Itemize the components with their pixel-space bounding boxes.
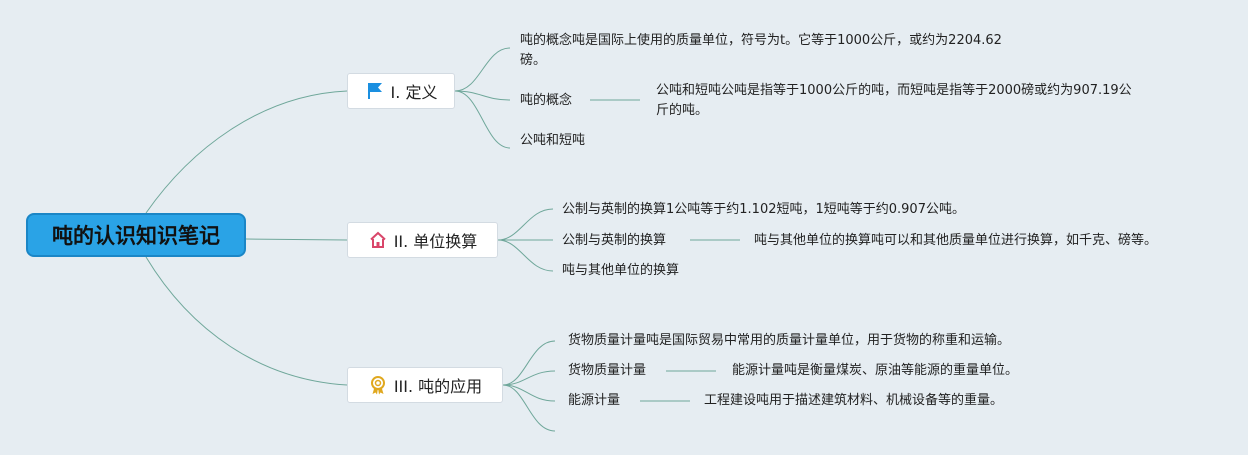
leaf-metric-imperial[interactable]: 公制与英制的换算 xyxy=(562,233,667,248)
root-topic[interactable]: 吨的认识知识笔记 xyxy=(26,213,246,257)
link-b1-c xyxy=(454,90,511,149)
branch-label: I. 定义 xyxy=(390,83,438,102)
leaf-cargo-measurement[interactable]: 货物质量计量 xyxy=(568,363,647,378)
link-b1-b xyxy=(454,90,511,101)
award-ribbon-icon xyxy=(368,375,388,395)
leaf-construction-detail: 工程建设吨用于描述建筑材料、机械设备等的重量。 xyxy=(704,393,1004,408)
link-b3-a xyxy=(502,340,556,386)
leaf-energy-detail: 能源计量吨是衡量煤炭、原油等能源的重量单位。 xyxy=(732,363,1019,378)
flag-icon xyxy=(365,81,385,101)
leaf-other-units-detail: 吨与其他单位的换算吨可以和其他质量单位进行换算，如千克、磅等。 xyxy=(754,233,1158,248)
link-b2-c xyxy=(497,239,554,272)
branch-definition[interactable]: I. 定义 xyxy=(347,73,455,109)
leaf-other-units[interactable]: 吨与其他单位的换算 xyxy=(562,263,680,278)
home-icon xyxy=(368,230,388,250)
link-b2-a xyxy=(497,208,554,241)
branch-unit-conversion[interactable]: II. 单位换算 xyxy=(347,222,498,258)
branch-applications[interactable]: III. 吨的应用 xyxy=(347,367,503,403)
branch-label: III. 吨的应用 xyxy=(393,377,483,396)
leaf-metric-imperial-detail: 公制与英制的换算1公吨等于约1.102短吨，1短吨等于约0.907公吨。 xyxy=(562,202,965,217)
leaf-cargo-detail: 货物质量计量吨是国际贸易中常用的质量计量单位，用于货物的称重和运输。 xyxy=(568,333,1011,348)
root-topic-label: 吨的认识知识笔记 xyxy=(52,224,220,248)
leaf-metric-short-ton-detail-line-2: 斤的吨。 xyxy=(656,103,709,118)
leaf-energy-measurement[interactable]: 能源计量 xyxy=(568,393,621,408)
link-b3-b xyxy=(502,370,556,386)
leaf-ton-concept-detail-line-2: 磅。 xyxy=(520,53,547,68)
leaf-metric-short-ton-detail-line-1: 公吨和短吨公吨是指等于1000公斤的吨，而短吨是指等于2000磅或约为907.1… xyxy=(656,83,1132,98)
link-b3-d xyxy=(502,384,556,432)
leaf-metric-short-ton[interactable]: 公吨和短吨 xyxy=(520,133,586,148)
link-root-branch-1 xyxy=(145,90,348,214)
link-b1-a xyxy=(454,47,511,92)
branch-label: II. 单位换算 xyxy=(393,232,478,251)
leaf-ton-concept[interactable]: 吨的概念 xyxy=(520,93,573,108)
link-root-branch-3 xyxy=(145,256,348,386)
leaf-ton-concept-detail-line-1: 吨的概念吨是国际上使用的质量单位，符号为t。它等于1000公斤，或约为2204.… xyxy=(520,33,1002,48)
link-root-branch-2 xyxy=(245,238,348,241)
